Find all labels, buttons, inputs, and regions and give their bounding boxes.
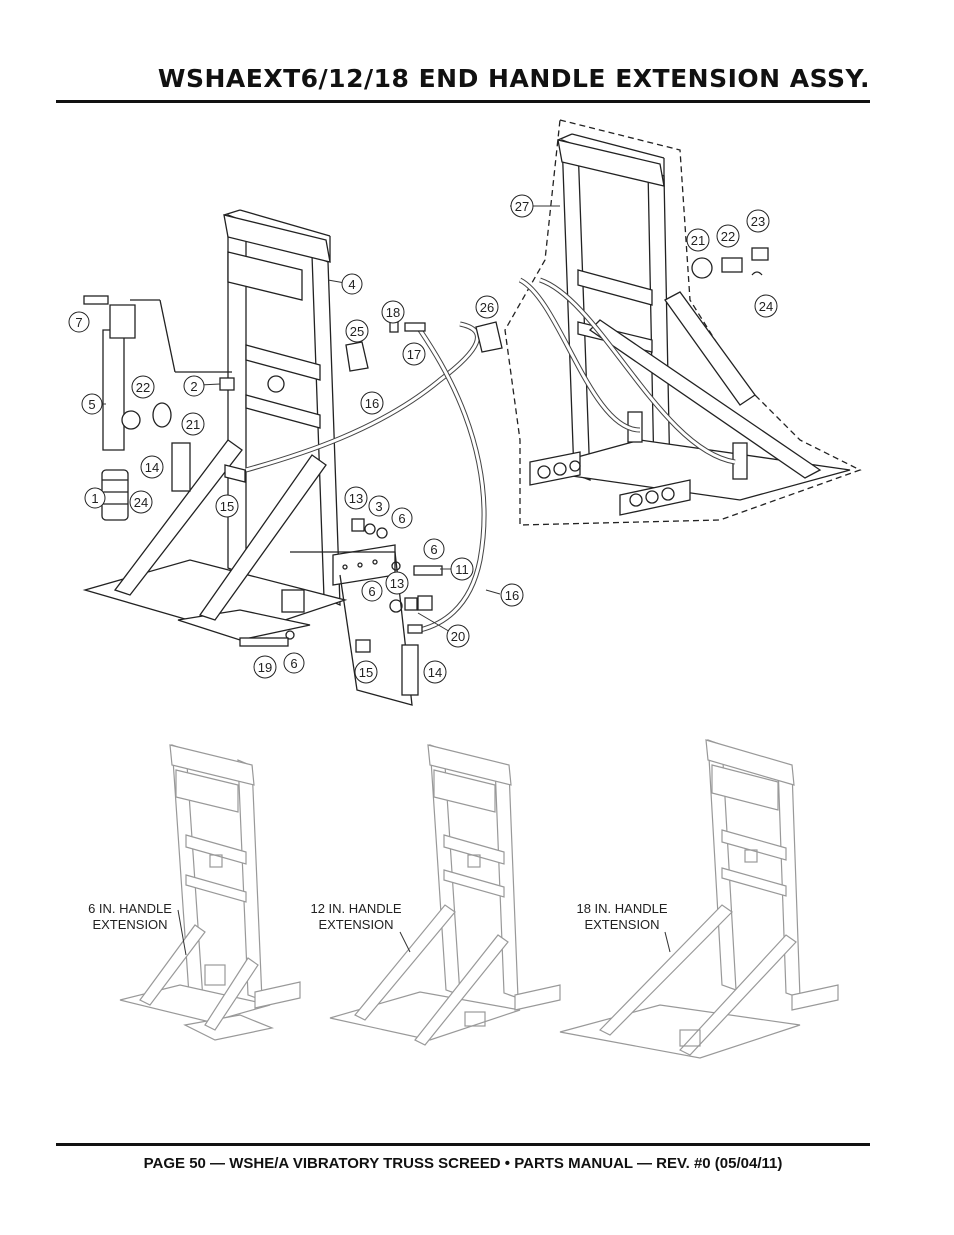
header-rule [56,100,870,103]
page-footer: PAGE 50 — WSHE/A VIBRATORY TRUSS SCREED … [143,1155,783,1172]
callout-4: 4 [348,277,355,292]
callout-22: 22 [721,229,735,244]
variant-12in-frame [329,744,561,1046]
callout-25: 25 [350,324,364,339]
callout-6: 6 [430,542,437,557]
callout-5: 5 [88,397,95,412]
fittings [239,321,443,696]
callout-24: 24 [134,495,148,510]
callout-22: 22 [136,380,150,395]
callout-23: 23 [751,214,765,229]
variant-18in-caption-line1: 18 IN. HANDLE [576,901,667,916]
variant-18in-caption-line2: EXTENSION [584,917,659,932]
callout-13: 13 [349,491,363,506]
callout-13: 13 [390,576,404,591]
callout-15: 15 [359,665,373,680]
callout-24: 24 [759,299,773,314]
callout-21: 21 [691,233,705,248]
callout-16: 16 [505,588,519,603]
callout-6: 6 [290,656,297,671]
callout-3: 3 [375,499,382,514]
assembled-frame [475,133,851,516]
callout-21: 21 [186,417,200,432]
callout-17: 17 [407,347,421,362]
callout-14: 14 [145,460,159,475]
variant-6in-frame [119,744,301,1041]
callout-7: 7 [75,315,82,330]
variant-6in-caption-line2: EXTENSION [92,917,167,932]
callout-26: 26 [480,300,494,315]
callout-27: 27 [515,199,529,214]
variant-frames [119,739,839,1059]
callout-15: 15 [220,499,234,514]
variant-6in-caption-line1: 6 IN. HANDLE [88,901,172,916]
callout-16: 16 [365,396,379,411]
callout-6: 6 [368,584,375,599]
callout-18: 18 [386,305,400,320]
callout-6: 6 [398,511,405,526]
variant-18in-frame [559,739,839,1059]
callout-19: 19 [258,660,272,675]
callout-2: 2 [190,379,197,394]
variant-12in-caption-line2: EXTENSION [318,917,393,932]
variant-12in-caption-line1: 12 IN. HANDLE [310,901,401,916]
left-handle-components [83,295,246,521]
assembled-outline [504,119,862,526]
callout-11: 11 [455,562,469,577]
callout-14: 14 [428,665,442,680]
footer-rule [56,1143,870,1146]
callout-1: 1 [91,491,98,506]
callout-20: 20 [451,629,465,644]
main-frame-assembly [82,209,413,706]
page-title: WSHAEXT6/12/18 END HANDLE EXTENSION ASSY… [157,64,870,93]
